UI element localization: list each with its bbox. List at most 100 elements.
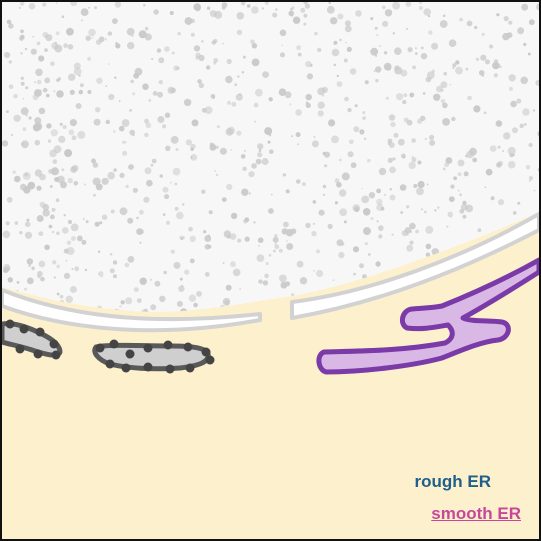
chromatin-dot [227, 100, 231, 105]
chromatin-dot [370, 17, 374, 21]
chromatin-dot [292, 16, 301, 24]
chromatin-dot [237, 238, 242, 243]
chromatin-dot [409, 230, 412, 234]
chromatin-dot [136, 228, 144, 236]
chromatin-dot [20, 183, 27, 191]
chromatin-dot [268, 97, 273, 102]
chromatin-dot [507, 160, 516, 169]
chromatin-dot [204, 235, 212, 242]
chromatin-dot [248, 171, 255, 178]
chromatin-dot [14, 221, 19, 225]
chromatin-dot [281, 228, 288, 235]
chromatin-dot [211, 40, 216, 45]
chromatin-dot [296, 260, 304, 268]
chromatin-dot [179, 277, 183, 281]
chromatin-dot [317, 101, 325, 109]
chromatin-dot [313, 270, 315, 272]
chromatin-dot [275, 8, 278, 11]
chromatin-dot [300, 7, 306, 13]
chromatin-dot [415, 52, 418, 55]
chromatin-dot [198, 82, 205, 89]
chromatin-dot [8, 60, 12, 64]
chromatin-dot [409, 222, 416, 230]
chromatin-dot [378, 225, 384, 231]
chromatin-dot [190, 154, 198, 161]
ribosome [33, 349, 43, 359]
chromatin-dot [278, 88, 287, 96]
chromatin-dot [490, 196, 495, 201]
chromatin-dot [60, 181, 67, 189]
chromatin-dot [466, 287, 469, 290]
chromatin-dot [44, 244, 50, 251]
chromatin-dot [182, 203, 185, 206]
chromatin-dot [113, 168, 117, 172]
chromatin-dot [485, 168, 493, 176]
chromatin-dot [326, 5, 335, 14]
chromatin-dot [435, 296, 441, 302]
chromatin-dot [68, 129, 75, 136]
chromatin-dot [443, 71, 448, 76]
chromatin-dot [16, 281, 20, 284]
chromatin-dot [339, 208, 347, 217]
chromatin-dot [442, 14, 446, 18]
chromatin-dot [144, 118, 149, 124]
chromatin-dot [2, 230, 11, 239]
chromatin-dot [429, 134, 435, 140]
chromatin-dot [383, 62, 392, 71]
chromatin-dot [290, 7, 293, 11]
chromatin-dot [483, 111, 487, 115]
chromatin-dot [484, 186, 487, 189]
chromatin-dot [523, 42, 527, 47]
chromatin-dot [376, 220, 379, 223]
nuclear-envelope-right-segment [290, 212, 539, 320]
chromatin-dot [425, 225, 434, 234]
chromatin-dot [510, 100, 517, 108]
chromatin-dot [403, 93, 408, 98]
chromatin-dot [239, 288, 241, 290]
chromatin-dot [336, 239, 344, 247]
chromatin-dot [508, 74, 516, 82]
chromatin-dot [409, 92, 415, 98]
chromatin-dot [59, 122, 63, 126]
chromatin-dot [272, 12, 278, 18]
chromatin-dot [383, 51, 388, 55]
chromatin-dot [517, 27, 525, 35]
chromatin-dot [286, 240, 288, 242]
chromatin-dot [62, 227, 69, 234]
chromatin-dot [42, 2, 47, 7]
chromatin-dot [181, 284, 184, 287]
chromatin-dot [424, 137, 427, 140]
ribosome [201, 347, 211, 357]
chromatin-dot [85, 35, 91, 41]
chromatin-dot [71, 267, 74, 270]
chromatin-dot [13, 114, 21, 123]
chromatin-dot [38, 107, 46, 115]
chromatin-dot [119, 207, 128, 216]
chromatin-dot [244, 236, 250, 242]
ribosomes [5, 319, 215, 374]
chromatin-dot [375, 261, 381, 267]
chromatin-dot [231, 101, 237, 107]
chromatin-dot [178, 285, 185, 292]
chromatin-dot [328, 119, 336, 127]
chromatin-dot [258, 245, 260, 247]
chromatin-dot [67, 219, 73, 225]
chromatin-dot [305, 93, 312, 101]
chromatin-dot [196, 291, 202, 297]
chromatin-dot [71, 236, 76, 241]
chromatin-dot [222, 262, 225, 264]
chromatin-dot [502, 150, 505, 153]
chromatin-dot [34, 89, 42, 97]
chromatin-dot [162, 213, 166, 216]
ribosome [51, 350, 61, 360]
chromatin-dot [114, 76, 117, 79]
chromatin-dot [375, 78, 379, 83]
chromatin-dot [473, 105, 481, 113]
chromatin-dot [65, 295, 73, 303]
chromatin-dot [503, 132, 511, 140]
chromatin-dot [145, 122, 152, 129]
chromatin-dot [528, 176, 533, 181]
chromatin-dot [480, 54, 487, 61]
chromatin-dot [230, 148, 233, 151]
chromatin-dot [236, 130, 242, 136]
